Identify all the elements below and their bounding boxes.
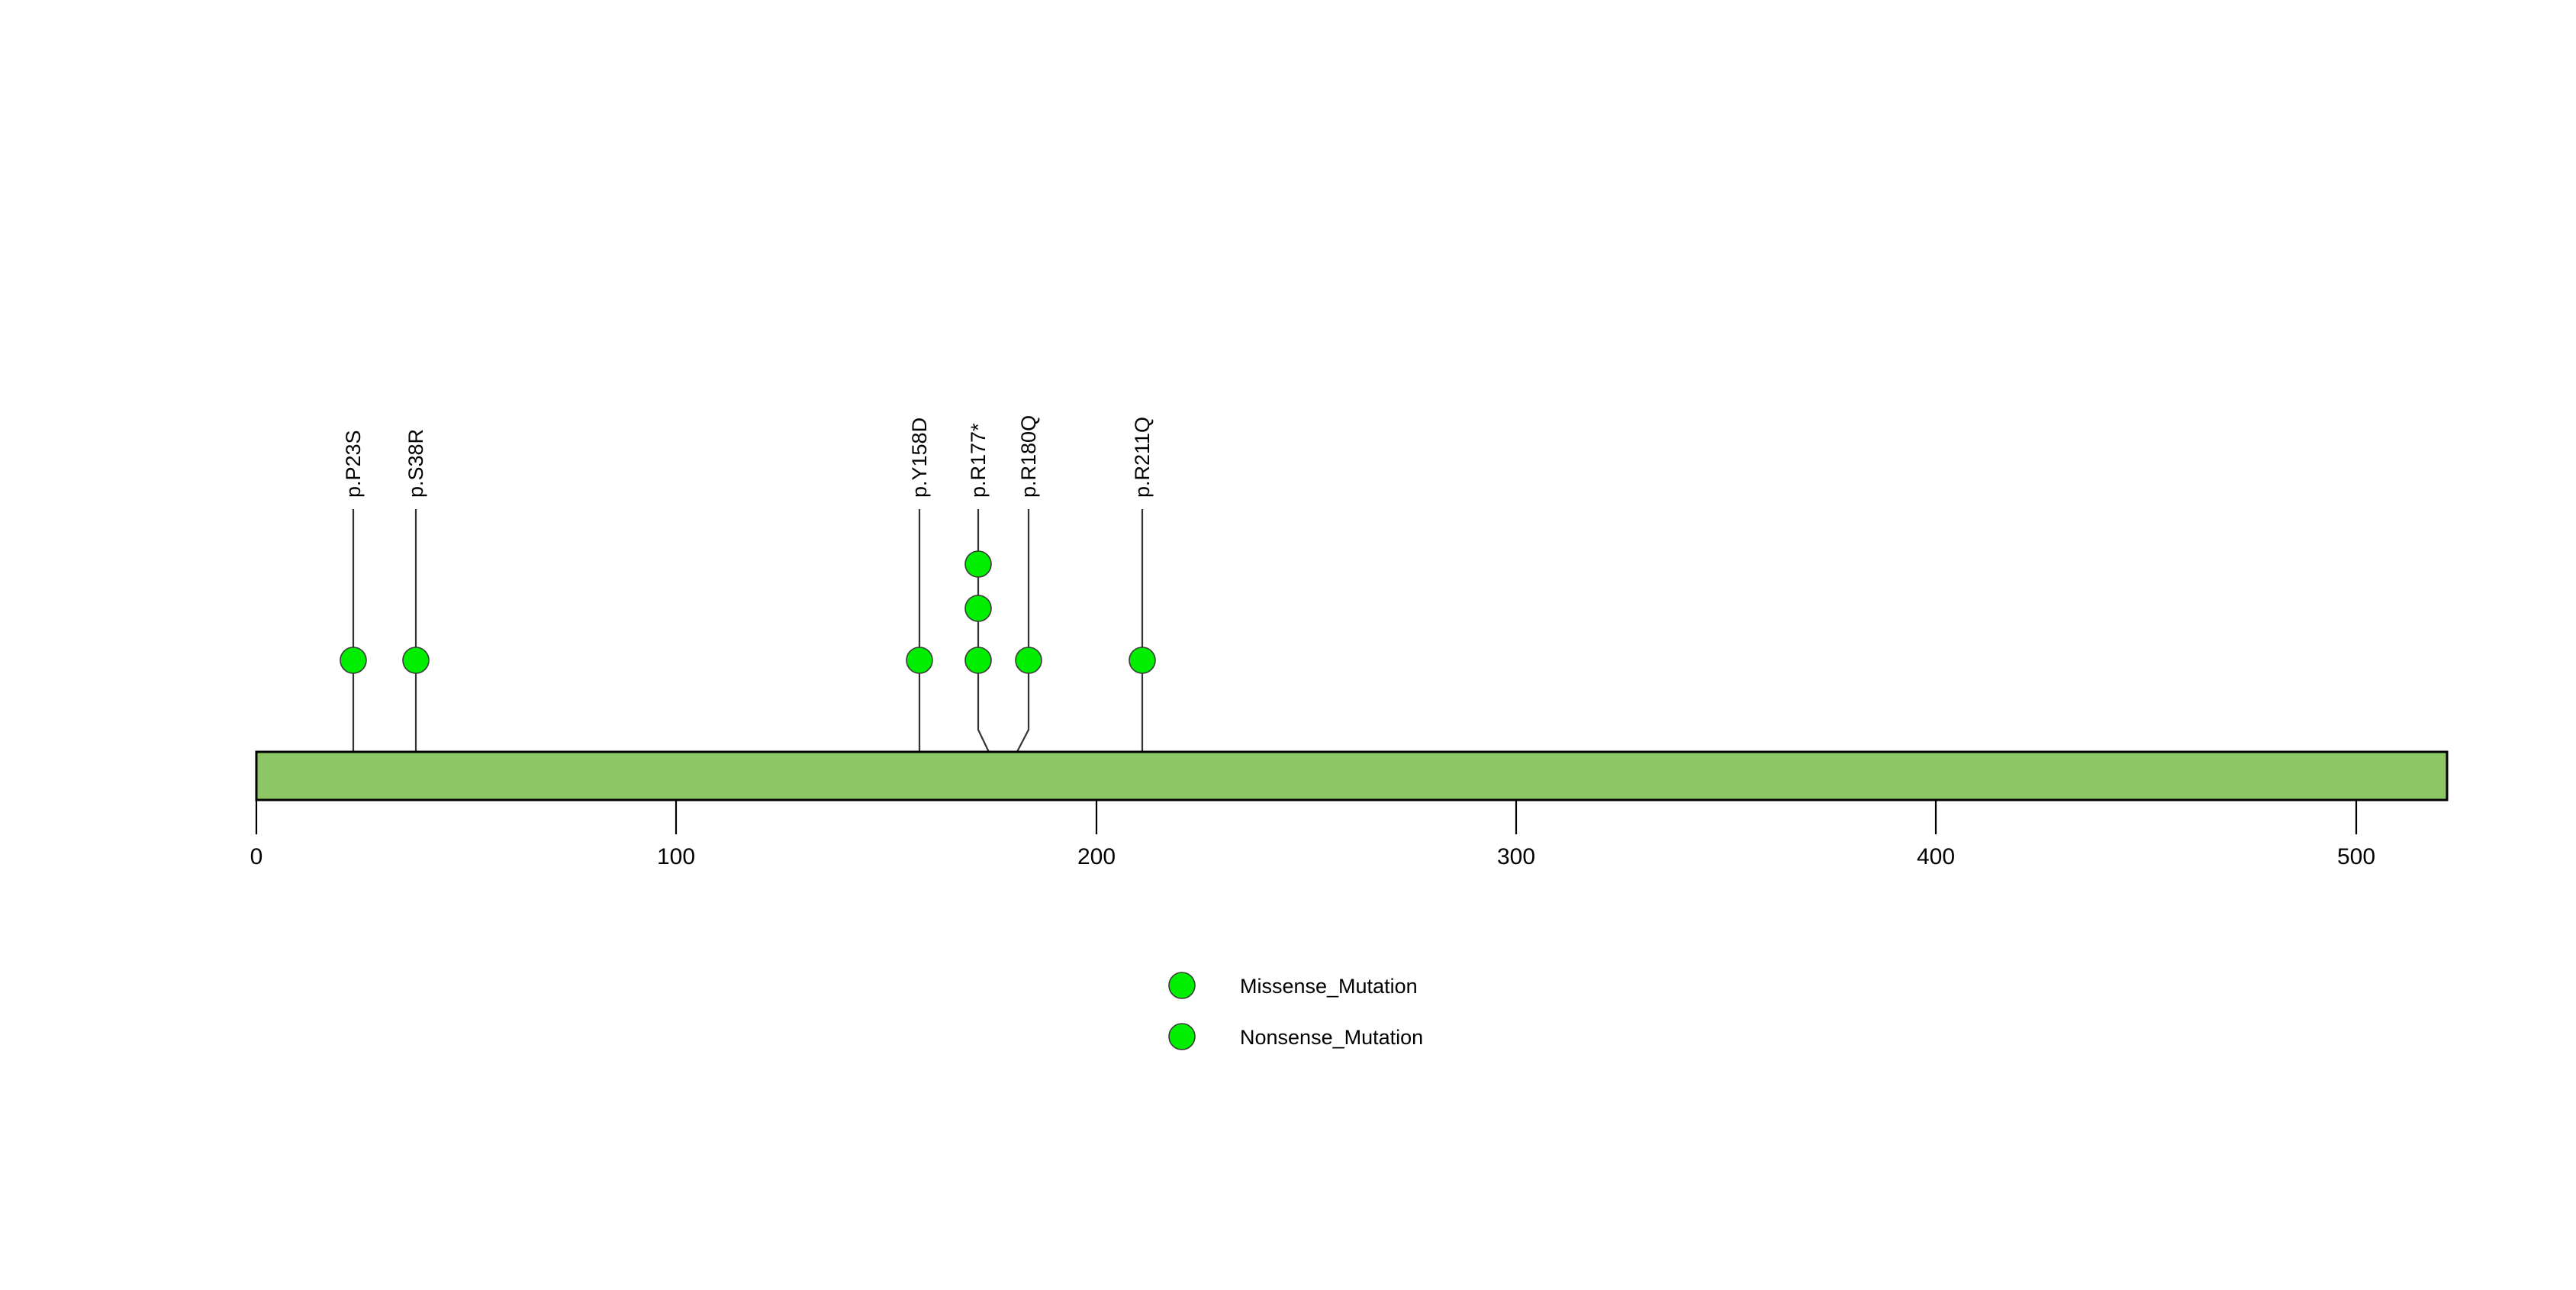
tick-label-0: 0 <box>250 844 263 869</box>
legend-label-nonsense: Nonsense_Mutation <box>1240 1026 1423 1049</box>
lollipop-p-S38R[interactable] <box>402 647 430 674</box>
x-axis: 0 100 200 300 400 500 <box>250 800 2375 869</box>
mutation-label-p-P23S: p.P23S <box>342 430 365 498</box>
mutation-labels: p.P23S p.S38R p.Y158D p.R177* p.R180Q p.… <box>342 415 1154 498</box>
legend: Missense_Mutation Nonsense_Mutation <box>1168 972 1423 1050</box>
lollipop-p-R177-1[interactable] <box>964 647 992 674</box>
protein-backbone-bar <box>255 750 2449 801</box>
tick-label-400: 400 <box>1917 844 1955 869</box>
mutation-label-p-R180Q: p.R180Q <box>1017 415 1040 498</box>
lollipop-p-R180Q[interactable] <box>1015 647 1042 674</box>
tick-label-300: 300 <box>1497 844 1535 869</box>
mutation-label-p-R177: p.R177* <box>967 423 990 498</box>
mutation-label-p-Y158D: p.Y158D <box>908 418 931 498</box>
lollipop-heads <box>340 550 1156 674</box>
tick-label-200: 200 <box>1077 844 1116 869</box>
tick-label-500: 500 <box>2337 844 2375 869</box>
tick-label-100: 100 <box>657 844 695 869</box>
lollipop-p-R177-2[interactable] <box>964 595 992 622</box>
lollipop-p-R177-3[interactable] <box>964 550 992 578</box>
mutation-label-p-R211Q: p.R211Q <box>1131 417 1154 498</box>
lollipop-p-R211Q[interactable] <box>1129 647 1156 674</box>
lollipop-p-Y158D[interactable] <box>906 647 933 674</box>
lollipop-p-P23S[interactable] <box>340 647 367 674</box>
mutation-label-p-S38R: p.S38R <box>404 429 427 498</box>
legend-label-missense: Missense_Mutation <box>1240 975 1418 998</box>
legend-swatch-missense[interactable] <box>1168 972 1196 999</box>
legend-swatch-nonsense[interactable] <box>1168 1023 1196 1050</box>
